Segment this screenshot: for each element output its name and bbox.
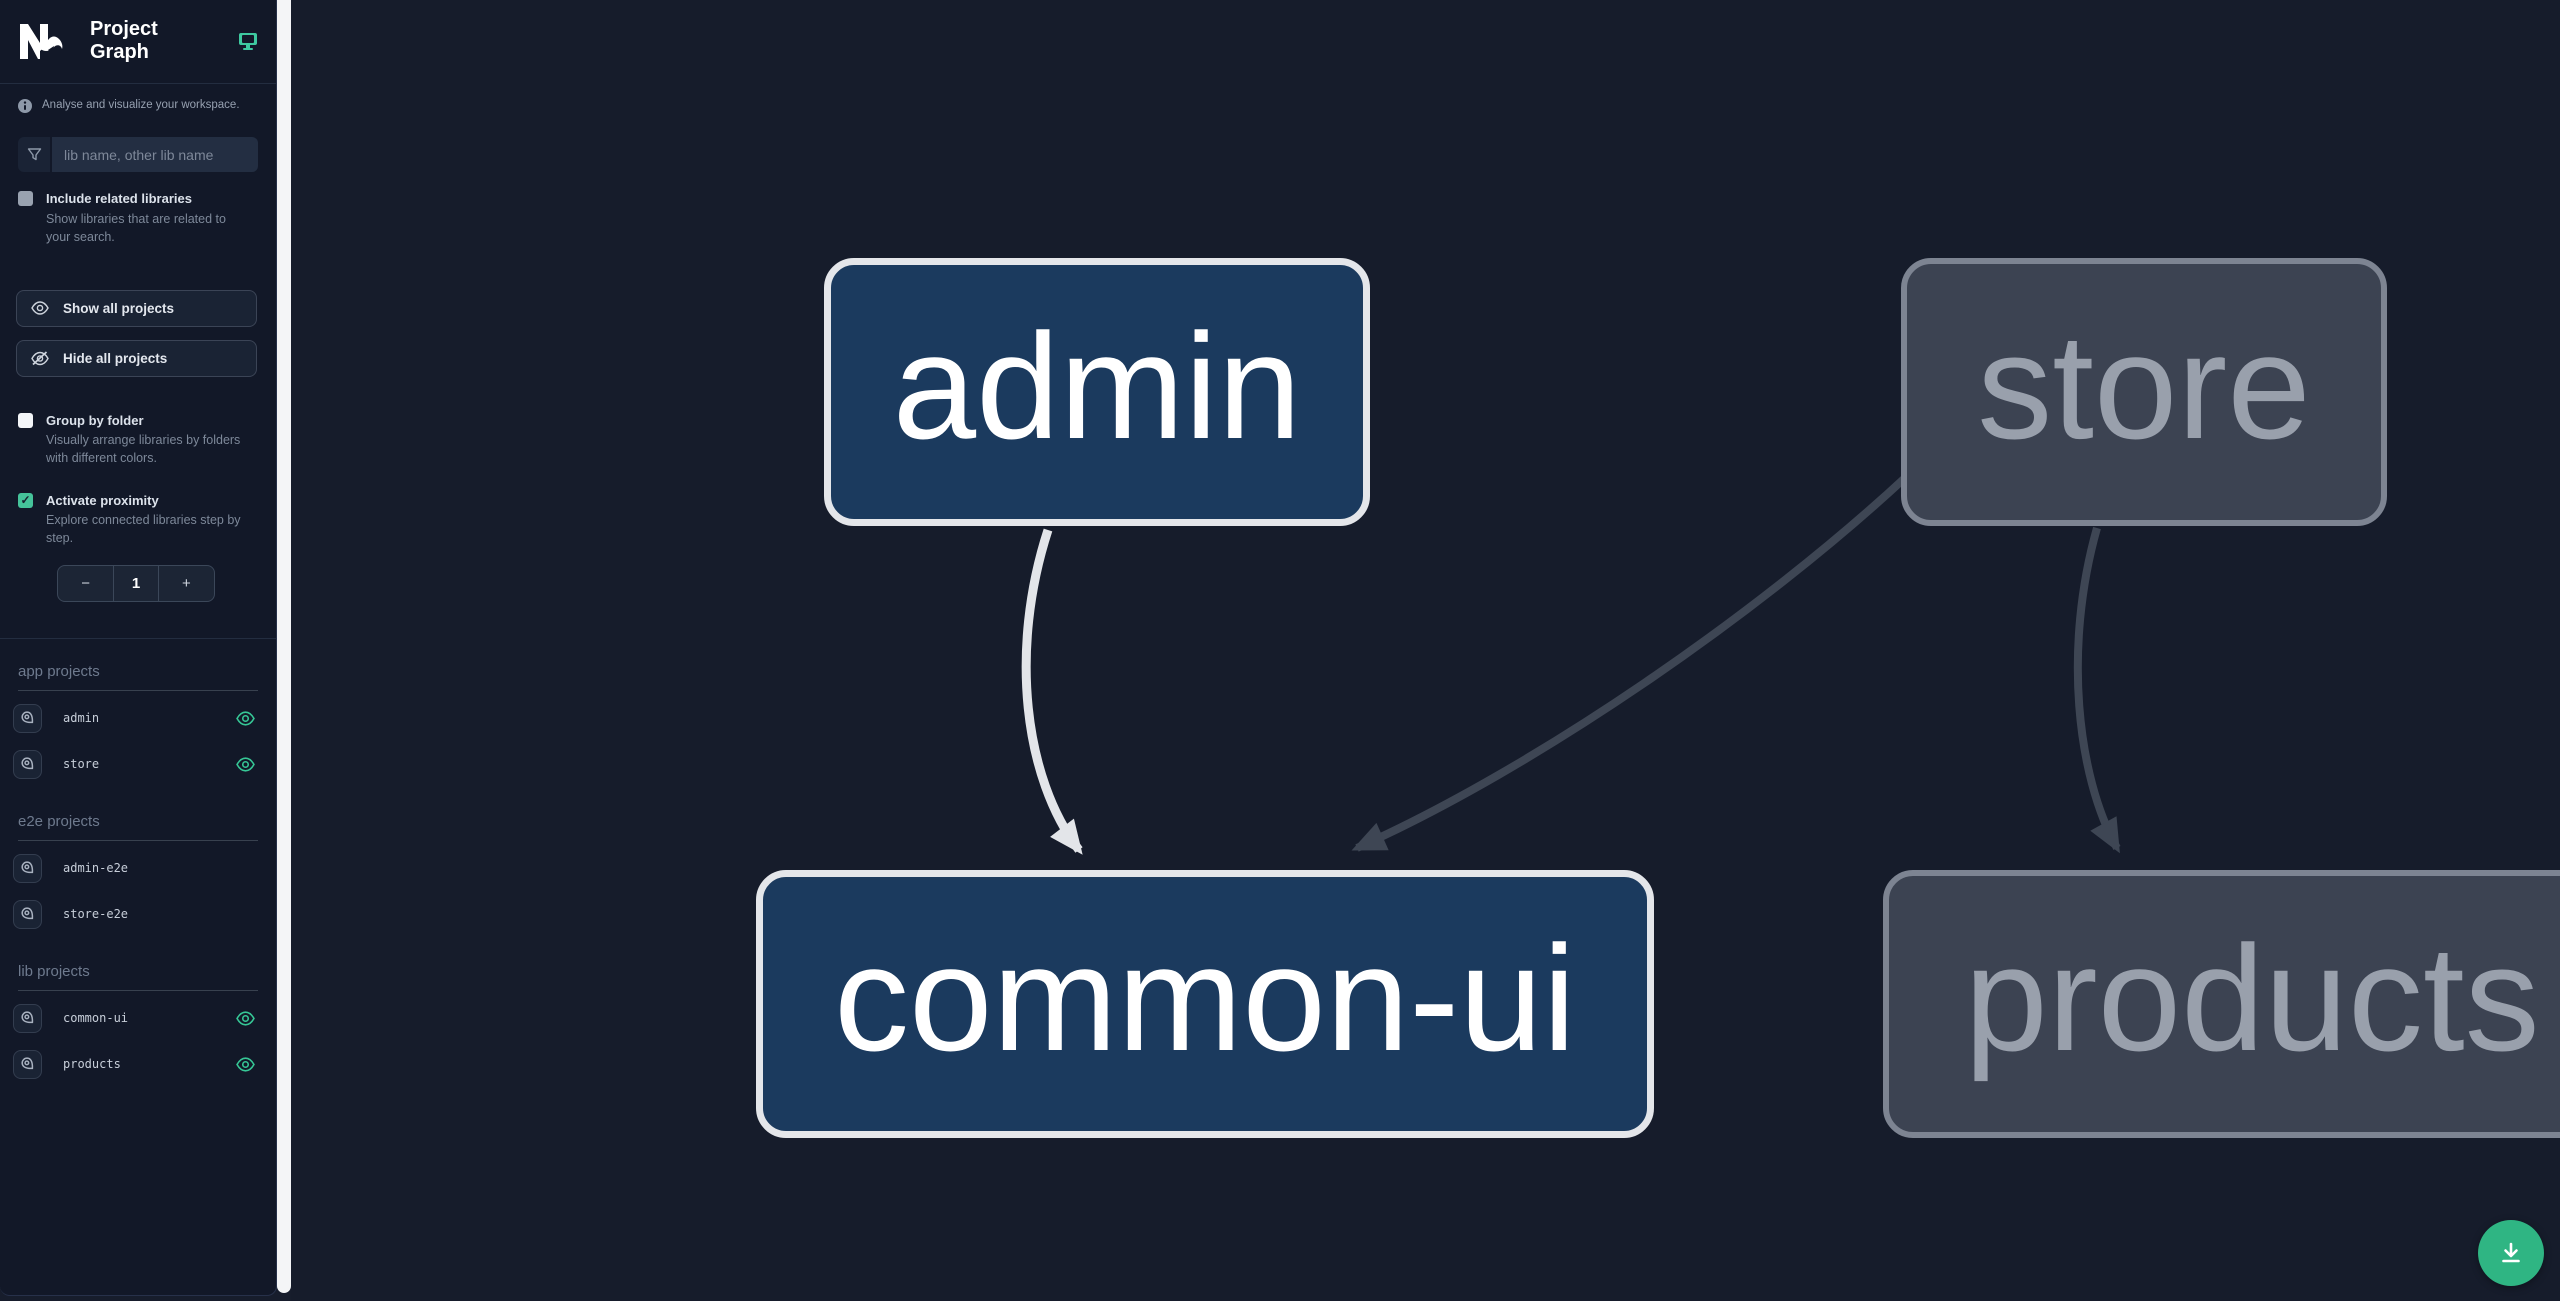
group-by-folder-label: Group by folder [46,412,144,428]
nx-logo [18,23,64,60]
toggle-visibility-eye-icon[interactable] [236,757,255,772]
workspace-subtitle: Analyse and visualize your workspace. [42,99,240,111]
project-row-admin-e2e: admin-e2e [13,849,258,887]
section-e2e-projects: e2e projects admin-e2e store- [13,783,258,933]
graph-node-store[interactable]: store [1901,258,2387,526]
edge-admin-common-ui [1021,528,1083,855]
node-label: store [1977,302,2311,470]
search-box [18,137,258,172]
focus-project-button[interactable] [13,853,42,883]
project-name: common-ui [63,1011,129,1026]
node-label: products [1964,914,2540,1082]
show-all-projects-label: Show all projects [63,300,175,316]
group-by-folder-checkbox[interactable] [18,412,33,428]
project-row-store-e2e: store-e2e [13,895,258,933]
focus-project-button[interactable] [13,899,42,929]
focus-project-button[interactable] [13,703,42,733]
sidebar: Project Graph Analyse and visualize your… [0,0,277,1296]
proximity-increment-button[interactable]: + [159,566,214,601]
sidebar-header: Project Graph [0,0,276,84]
sidebar-divider [0,638,276,640]
activate-proximity-description: Explore connected libraries step by step… [46,513,241,546]
section-lib-projects: lib projects common-ui [13,933,258,1083]
show-all-projects-button[interactable]: Show all projects [16,289,257,327]
group-by-folder-option: Group by folder Visually arrange librari… [18,412,258,468]
graph-canvas[interactable]: admin store common-ui products [291,0,2560,1301]
activate-proximity-label: Activate proximity [46,492,159,508]
activate-proximity-option: ✓ Activate proximity Explore connected l… [18,492,258,548]
project-name: store [63,757,100,772]
node-label: admin [892,302,1302,470]
graph-node-common-ui[interactable]: common-ui [756,870,1654,1138]
graph-node-products[interactable]: products [1883,870,2560,1138]
node-label: common-ui [834,914,1576,1082]
project-row-store: store [13,745,258,783]
edge-store-products [2073,526,2121,854]
toggle-visibility-eye-icon[interactable] [236,711,255,726]
info-icon [18,99,32,113]
project-name: store-e2e [63,907,129,922]
focus-project-button[interactable] [13,749,42,779]
proximity-decrement-button[interactable]: − [58,566,113,601]
focus-project-button[interactable] [13,1049,42,1079]
download-icon [2497,1239,2525,1267]
hide-all-projects-button[interactable]: Hide all projects [16,339,257,377]
project-name: admin [63,711,100,726]
project-name: admin-e2e [63,861,129,876]
filter-icon [18,137,52,172]
download-graph-button[interactable] [2478,1220,2544,1286]
section-title: app projects [18,639,258,692]
include-related-checkbox[interactable] [18,191,33,206]
eye-icon [31,301,49,315]
project-name: products [63,1057,121,1072]
section-title: e2e projects [18,783,258,842]
eye-off-icon [31,351,49,366]
group-by-folder-description: Visually arrange libraries by folders wi… [46,433,241,466]
sidebar-scrollbar[interactable] [277,0,291,1293]
include-related-description: Show libraries that are related to your … [46,211,226,244]
section-title: lib projects [18,933,258,992]
section-app-projects: app projects admin [13,639,258,783]
include-related-label: Include related libraries [46,191,192,206]
search-input[interactable] [52,137,258,172]
project-row-products: products [13,1045,258,1083]
toggle-visibility-eye-icon[interactable] [236,1057,255,1072]
project-row-admin: admin [13,699,258,737]
focus-project-button[interactable] [13,1003,42,1033]
include-related-option: Include related libraries Show libraries… [18,190,258,246]
app-title: Project Graph [90,18,158,63]
project-row-common-ui: common-ui [13,999,258,1037]
edge-store-common-ui [1351,473,1910,852]
graph-node-admin[interactable]: admin [824,258,1370,526]
proximity-stepper: − 1 + [57,565,215,603]
hide-all-projects-label: Hide all projects [63,350,168,366]
monitor-icon[interactable] [238,32,258,50]
activate-proximity-checkbox[interactable]: ✓ [18,492,33,508]
toggle-visibility-eye-icon[interactable] [236,1011,255,1026]
proximity-value: 1 [113,566,159,602]
